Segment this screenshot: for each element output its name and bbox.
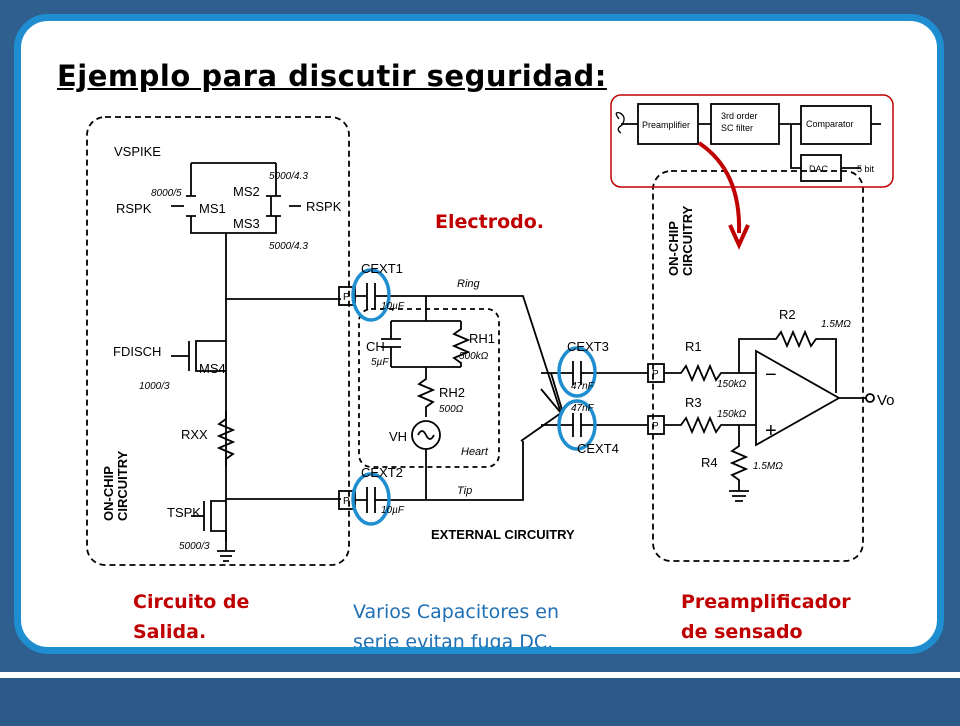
ch-value: 5µF bbox=[371, 357, 389, 368]
on-chip-left-2: CIRCUITRY bbox=[115, 450, 130, 521]
cap-10uf-b: 10µF bbox=[381, 505, 405, 516]
red-arrow bbox=[697, 141, 742, 234]
vh-label: VH bbox=[389, 429, 407, 444]
slide: Ejemplo para discutir seguridad: bbox=[14, 14, 944, 654]
cext3-label: CEXT3 bbox=[567, 339, 609, 354]
rh2-value: 500Ω bbox=[439, 404, 464, 415]
preamplificador-label: Preamplificador de sensado bbox=[681, 587, 851, 647]
block-diagram-frame bbox=[610, 94, 894, 188]
highlight-cext2 bbox=[351, 472, 391, 526]
block-5bit: 5 bit bbox=[857, 164, 875, 174]
ratio-5000c: 5000/3 bbox=[179, 541, 210, 552]
pad-p-4: P bbox=[652, 421, 659, 432]
r1-label: R1 bbox=[685, 339, 702, 354]
capacitores-line-2: serie evitan fuga DC. bbox=[353, 631, 554, 653]
electrodo-label: Electrodo. bbox=[435, 211, 545, 233]
rh1-label: RH1 bbox=[469, 331, 495, 346]
pad-p-1: P bbox=[343, 292, 350, 303]
heart-box bbox=[358, 308, 500, 468]
block-preamplifier: Preamplifier bbox=[642, 120, 690, 130]
pad-p-3: P bbox=[652, 369, 659, 380]
capacitores-line-1: Varios Capacitores en bbox=[353, 601, 559, 623]
rh1-value: 500kΩ bbox=[459, 351, 489, 362]
ratio-1000: 1000/3 bbox=[139, 381, 170, 392]
footer-band bbox=[0, 672, 960, 726]
circuito-line-2: Salida. bbox=[133, 621, 207, 643]
preamp-line-1: Preamplificador bbox=[681, 591, 851, 613]
highlight-cext1 bbox=[351, 268, 391, 322]
opamp-plus: + bbox=[765, 420, 777, 442]
block-filter-1: 3rd order bbox=[721, 111, 758, 121]
tip-label: Tip bbox=[457, 485, 472, 497]
on-chip-right-1: ON-CHIP bbox=[666, 221, 681, 276]
pad-p-2: P bbox=[343, 496, 350, 507]
cext4-label: CEXT4 bbox=[577, 441, 619, 456]
preamp-line-2: de sensado bbox=[681, 621, 803, 643]
rspk-right-label: RSPK bbox=[306, 199, 342, 214]
r2-label: R2 bbox=[779, 307, 796, 322]
opamp-minus: − bbox=[765, 364, 777, 386]
cext1-label: CEXT1 bbox=[361, 261, 403, 276]
r2-value: 1.5MΩ bbox=[821, 319, 851, 330]
highlight-cext3 bbox=[557, 346, 597, 398]
circuit-diagram: VSPIKE RSPK RSPK MS1 MS2 MS3 8000/5 5000… bbox=[86, 94, 895, 566]
r3-label: R3 bbox=[685, 395, 702, 410]
block-comparator: Comparator bbox=[806, 119, 854, 129]
right-onchip-box bbox=[652, 170, 864, 562]
r1-value: 150kΩ bbox=[717, 379, 747, 390]
r4-label: R4 bbox=[701, 455, 718, 470]
cap-10uf-a: 10µF bbox=[381, 301, 405, 312]
ratio-8000: 8000/5 bbox=[151, 188, 182, 199]
page-title: Ejemplo para discutir seguridad: bbox=[57, 59, 607, 93]
r3-value: 150kΩ bbox=[717, 409, 747, 420]
rxx-label: RXX bbox=[181, 427, 208, 442]
r4-value: 1.5MΩ bbox=[753, 461, 783, 472]
vspike-label: VSPIKE bbox=[114, 144, 161, 159]
ms2-label: MS2 bbox=[233, 184, 260, 199]
block-filter-2: SC filter bbox=[721, 123, 753, 133]
vo-label: Vo bbox=[877, 392, 895, 409]
on-chip-right-2: CIRCUITRY bbox=[680, 205, 695, 276]
block-dac: DAC bbox=[809, 164, 829, 174]
ms3-label: MS3 bbox=[233, 216, 260, 231]
ring-label: Ring bbox=[457, 278, 481, 290]
external-circuitry-label: EXTERNAL CIRCUITRY bbox=[431, 527, 575, 542]
left-onchip-box bbox=[86, 116, 350, 566]
heart-label: Heart bbox=[461, 446, 489, 458]
ch-label: CH bbox=[366, 339, 385, 354]
fdisch-label: FDISCH bbox=[113, 344, 161, 359]
rh2-label: RH2 bbox=[439, 385, 465, 400]
ms4-label: MS4 bbox=[199, 361, 226, 376]
on-chip-left-1: ON-CHIP bbox=[101, 466, 116, 521]
highlight-cext4 bbox=[557, 399, 597, 451]
ratio-5000a: 5000/4.3 bbox=[269, 171, 308, 182]
cap-47nf-a: 47nF bbox=[571, 381, 595, 392]
cext2-label: CEXT2 bbox=[361, 465, 403, 480]
tspk-label: TSPK bbox=[167, 505, 201, 520]
circuito-salida-label: Circuito de Salida. bbox=[133, 587, 249, 647]
ms1-label: MS1 bbox=[199, 201, 226, 216]
circuito-line-1: Circuito de bbox=[133, 591, 250, 613]
ratio-5000b: 5000/4.3 bbox=[269, 241, 308, 252]
cap-47nf-b: 47nF bbox=[571, 403, 595, 414]
rspk-left-label: RSPK bbox=[116, 201, 152, 216]
capacitores-note: Varios Capacitores en serie evitan fuga … bbox=[353, 597, 559, 653]
